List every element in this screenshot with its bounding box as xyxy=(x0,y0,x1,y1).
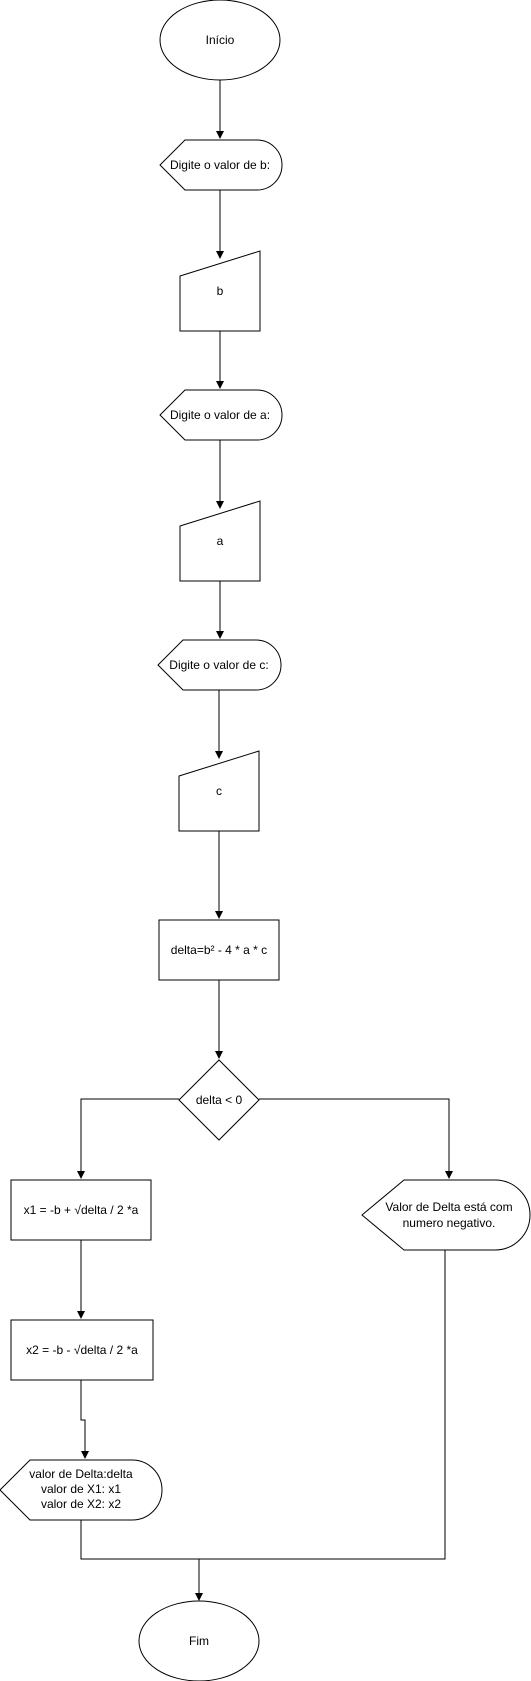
input-c-label: c xyxy=(216,784,222,798)
negative-msg-display-shape xyxy=(361,1179,531,1251)
node-input-c: c xyxy=(178,750,260,832)
calc-delta-process-shape xyxy=(158,919,280,981)
node-negative-msg: Valor de Delta está com numero negativo. xyxy=(361,1179,531,1251)
prompt-b-display-shape xyxy=(159,139,283,191)
input-b-manual-input-shape xyxy=(179,250,261,332)
calc-x1-label: x1 = -b + √delta / 2 *a xyxy=(24,1203,139,1217)
calc-x2-process-shape xyxy=(10,1319,154,1381)
calc-delta-label: delta=b² - 4 * a * c xyxy=(171,943,267,957)
input-a-manual-input-shape xyxy=(179,500,261,582)
start-label: Início xyxy=(206,33,235,47)
node-prompt-a: Digite o valor de a: xyxy=(159,389,283,441)
edge-negative-msg-to-end xyxy=(199,1249,446,1560)
input-c-manual-input-shape xyxy=(178,750,260,832)
prompt-c-label: Digite o valor de c: xyxy=(169,658,268,672)
show-results-line-1: valor de Delta:delta xyxy=(29,1467,133,1481)
edge-decision-to-calc-x1 xyxy=(77,1098,179,1179)
node-input-b: b xyxy=(179,250,261,332)
prompt-b-label: Digite o valor de b: xyxy=(170,158,270,172)
node-calc-x1: x1 = -b + √delta / 2 *a xyxy=(10,1179,152,1241)
node-start: Início xyxy=(159,0,281,81)
show-results-display-shape xyxy=(0,1459,163,1521)
input-b-label: b xyxy=(217,284,224,298)
edge-show-results-to-end xyxy=(80,1520,203,1601)
node-calc-x2: x2 = -b - √delta / 2 *a xyxy=(10,1319,154,1381)
show-results-line-2: valor de X1: x1 xyxy=(41,1482,121,1496)
negative-msg-line-2: numero negativo. xyxy=(403,1216,496,1230)
node-calc-delta: delta=b² - 4 * a * c xyxy=(158,919,280,981)
prompt-c-display-shape xyxy=(157,639,282,691)
end-terminator-shape xyxy=(138,1600,260,1681)
negative-msg-line-1: Valor de Delta está com xyxy=(385,1200,512,1214)
node-decision: delta < 0 xyxy=(178,1059,260,1141)
node-prompt-b: Digite o valor de b: xyxy=(159,139,283,191)
show-results-line-3: valor de X2: x2 xyxy=(41,1497,121,1511)
start-terminator-shape xyxy=(159,0,281,81)
input-a-label: a xyxy=(217,534,224,548)
calc-x2-label: x2 = -b - √delta / 2 *a xyxy=(26,1343,138,1357)
decision-label: delta < 0 xyxy=(196,1093,243,1107)
edges-group xyxy=(77,80,453,1601)
prompt-a-display-shape xyxy=(159,389,283,441)
edge-calc-x2-to-show-results xyxy=(80,1380,89,1459)
calc-x1-process-shape xyxy=(10,1179,152,1241)
decision-diamond-shape xyxy=(178,1059,260,1141)
prompt-a-label: Digite o valor de a: xyxy=(170,408,270,422)
node-end: Fim xyxy=(138,1600,260,1681)
end-label: Fim xyxy=(189,1634,209,1648)
edge-decision-to-negative-msg xyxy=(259,1098,453,1179)
node-input-a: a xyxy=(179,500,261,582)
node-show-results: valor de Delta:delta valor de X1: x1 val… xyxy=(0,1459,163,1521)
node-prompt-c: Digite o valor de c: xyxy=(157,639,282,691)
